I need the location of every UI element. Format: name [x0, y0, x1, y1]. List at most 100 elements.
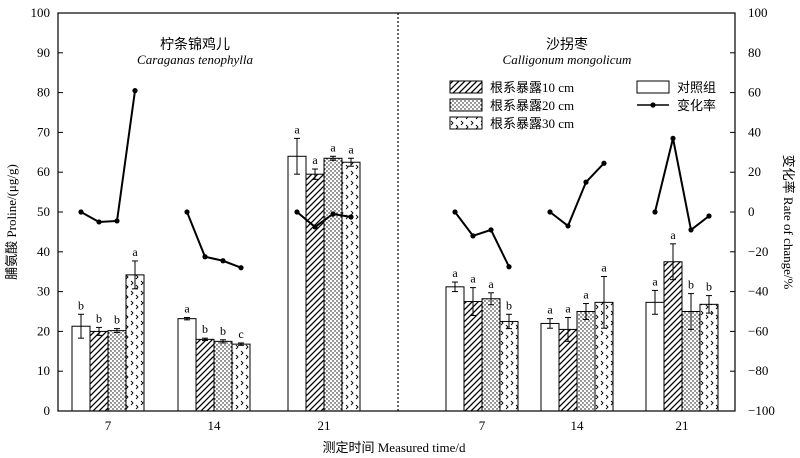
left-tick-label: 80: [37, 85, 50, 100]
bar: [305, 173, 325, 412]
rate-point: [652, 209, 658, 215]
x-tick-label: 21: [676, 418, 689, 433]
rate-point: [114, 218, 120, 224]
bar: [540, 322, 560, 412]
bar: [177, 318, 197, 412]
legend-label: 对照组: [677, 80, 716, 95]
right-tick-label: 100: [748, 5, 768, 20]
legend-marker: [650, 102, 656, 108]
significance-letter: c: [238, 327, 243, 341]
significance-letter: b: [202, 322, 208, 336]
rate-line: [654, 138, 710, 232]
significance-letter: a: [312, 153, 318, 167]
rate-point: [238, 265, 244, 271]
significance-letter: a: [601, 260, 607, 274]
rate-point: [96, 219, 102, 225]
bar: [195, 338, 215, 412]
left-tick-label: 0: [44, 403, 51, 418]
bar: [341, 161, 361, 412]
x-tick-label: 7: [479, 418, 486, 433]
panel-title-cn-left: 柠条锦鸡儿: [160, 36, 230, 53]
bar: [481, 298, 501, 412]
significance-letter: a: [652, 274, 658, 288]
significance-letter: b: [506, 298, 512, 312]
bar: [287, 155, 307, 412]
bar: [463, 301, 483, 412]
significance-letter: b: [220, 324, 226, 338]
left-tick-label: 60: [37, 164, 50, 179]
panel-title-latin-left: Caraganas tenophylla: [137, 52, 253, 67]
significance-letter: a: [670, 228, 676, 242]
rate-point: [688, 227, 694, 233]
right-tick-label: −100: [748, 403, 775, 418]
left-tick-label: 100: [31, 5, 51, 20]
bar: [663, 261, 683, 412]
legend-label: 变化率: [677, 98, 716, 113]
rate-line: [296, 211, 352, 229]
left-tick-label: 10: [37, 363, 50, 378]
rate-line: [454, 211, 510, 268]
plot-frame: [57, 12, 736, 412]
right-tick-label: −80: [748, 363, 768, 378]
rate-point: [706, 213, 712, 219]
right-tick-label: 60: [748, 85, 761, 100]
rate-point: [506, 264, 512, 270]
right-tick-label: −20: [748, 244, 768, 259]
rate-point: [452, 209, 458, 215]
legend-label: 根系暴露10 cm: [490, 80, 574, 95]
x-axis-label: 测定时间 Measured time/d: [323, 440, 466, 455]
rate-point: [470, 233, 476, 239]
rate-point: [294, 209, 300, 215]
left-tick-label: 40: [37, 244, 50, 259]
rate-point: [132, 88, 138, 94]
left-tick-label: 90: [37, 45, 50, 60]
legend-swatch: [449, 98, 483, 112]
right-tick-label: 40: [748, 124, 761, 139]
rate-point: [202, 254, 208, 260]
rate-line: [549, 162, 605, 228]
panel-title-cn-right: 沙拐枣: [546, 37, 588, 53]
rate-point: [78, 209, 84, 215]
left-tick-label: 70: [37, 124, 50, 139]
rate-point: [330, 211, 336, 217]
significance-letter: b: [96, 311, 102, 325]
rate-line: [80, 90, 136, 223]
right-tick-label: −60: [748, 323, 768, 338]
right-tick-label: 20: [748, 164, 761, 179]
left-tick-label: 20: [37, 323, 50, 338]
bar: [125, 274, 145, 412]
bar: [89, 330, 109, 412]
significance-letter: a: [330, 140, 336, 154]
left-tick-label: 50: [37, 204, 50, 219]
left-tick-label: 30: [37, 284, 50, 299]
bar: [699, 303, 719, 412]
x-tick-label: 14: [571, 418, 585, 433]
significance-letter: a: [294, 122, 300, 136]
significance-letter: a: [583, 288, 589, 302]
x-tick-label: 7: [105, 418, 112, 433]
right-tick-label: −40: [748, 284, 768, 299]
bar: [71, 325, 91, 412]
legend-label: 根系暴露20 cm: [490, 98, 574, 113]
right-tick-label: 0: [748, 204, 755, 219]
significance-letter: a: [184, 301, 190, 315]
bar: [231, 343, 251, 412]
significance-letter: b: [114, 313, 120, 327]
significance-letter: a: [565, 301, 571, 315]
legend-swatch: [449, 116, 483, 130]
rate-point: [547, 209, 553, 215]
bar: [576, 311, 596, 412]
rate-point: [670, 135, 676, 141]
x-tick-label: 14: [208, 418, 222, 433]
panel-title-latin-right: Calligonum mongolicum: [503, 52, 632, 67]
significance-letter: b: [78, 298, 84, 312]
rate-point: [488, 227, 494, 233]
significance-letter: a: [488, 277, 494, 291]
significance-letter: a: [132, 245, 138, 259]
significance-letter: a: [547, 303, 553, 317]
rate-point: [565, 223, 571, 229]
rate-point: [601, 160, 607, 166]
bar: [645, 301, 665, 412]
significance-letter: b: [688, 278, 694, 292]
y-axis-label-left: 脯氨酸 Proline/(μg/g): [4, 164, 19, 280]
